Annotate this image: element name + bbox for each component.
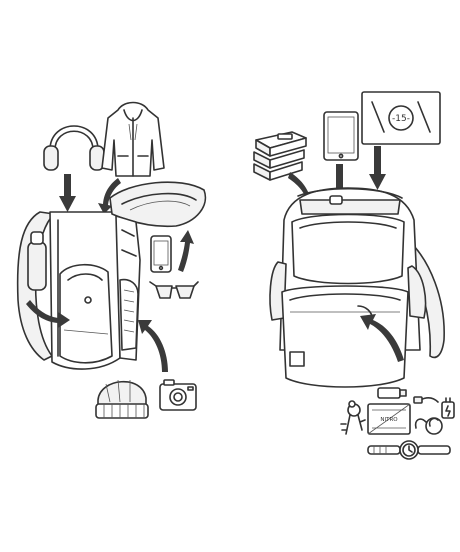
- hoodie-icon: [101, 101, 165, 177]
- smartphone-icon: [150, 235, 172, 273]
- charger-icon: [413, 396, 455, 419]
- tablet-icon: [323, 111, 359, 161]
- left-backpack: [16, 181, 207, 370]
- arrow-accessories-in: [360, 314, 404, 362]
- wristwatch-icon: [367, 440, 451, 460]
- beanie-icon: [95, 379, 149, 419]
- laptop-screen-label: -15-: [392, 114, 410, 124]
- sunglasses-icon: [149, 281, 199, 299]
- keys-icon: [340, 400, 366, 435]
- arrow-camera-in: [138, 320, 168, 372]
- left-backpack-scene: [16, 101, 207, 419]
- wallet-icon: NITRO: [367, 403, 411, 435]
- water-bottle-icon: [27, 231, 47, 291]
- laptop-icon: -15-: [361, 91, 441, 145]
- earphones-icon: [414, 417, 443, 435]
- arrow-laptop-in: [369, 146, 386, 190]
- wallet-brand-label: NITRO: [380, 417, 398, 423]
- arrow-hoodie-in: [98, 178, 121, 214]
- usb-stick-icon: [377, 387, 407, 399]
- headphones-icon: [43, 125, 105, 171]
- arrow-headphones-in: [59, 174, 76, 212]
- arrow-bottle-in: [26, 300, 70, 328]
- books-icon: [253, 131, 307, 181]
- camera-icon: [159, 379, 197, 411]
- arrow-phone-out: [178, 230, 194, 272]
- right-backpack: [269, 187, 445, 388]
- right-backpack-scene: -15-: [253, 91, 455, 460]
